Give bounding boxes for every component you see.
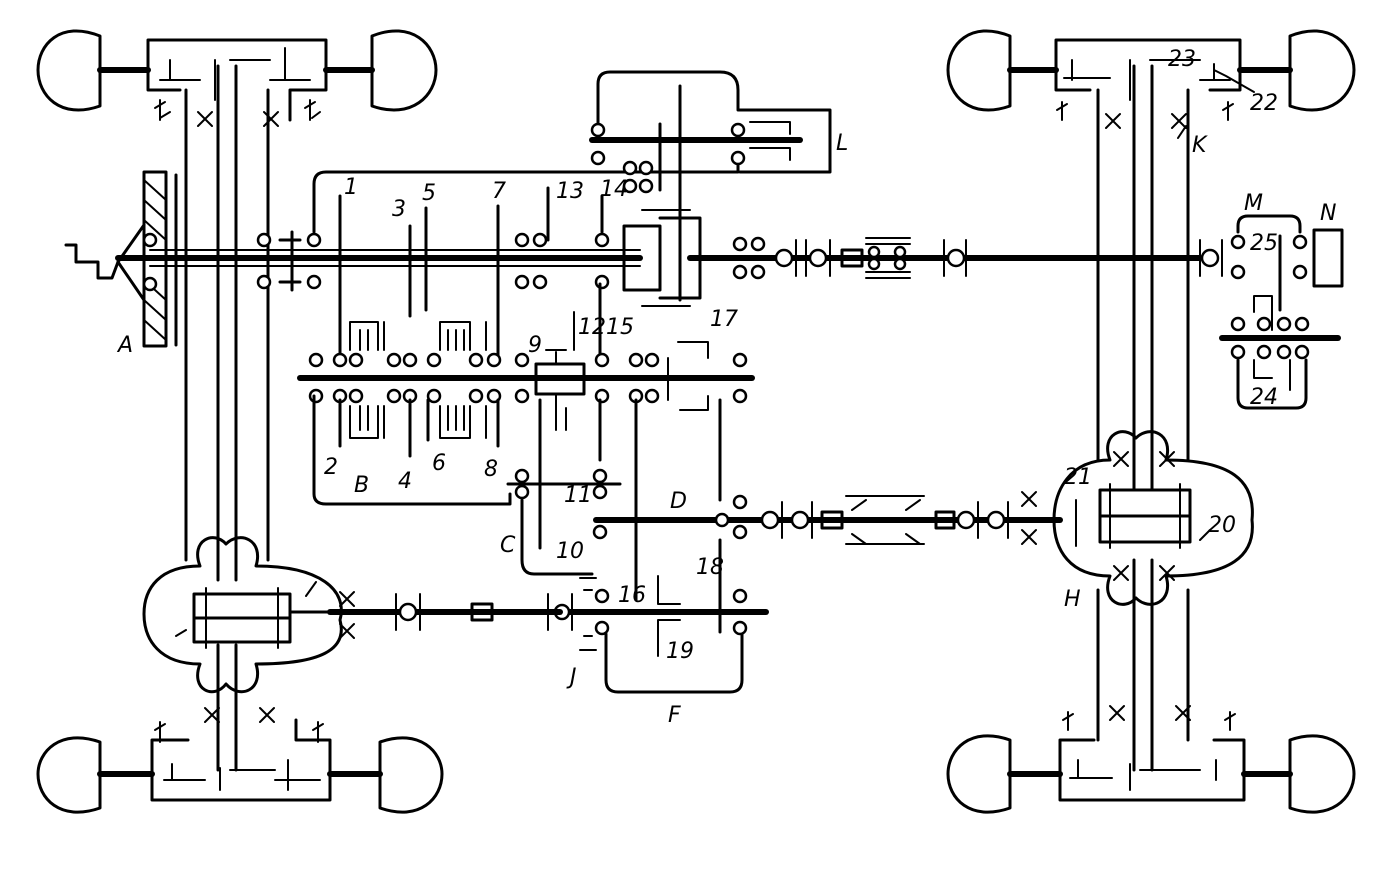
label-K: K [1192, 133, 1208, 158]
label-5: 5 [422, 181, 436, 206]
wheel-front-left-inner [370, 29, 438, 112]
label-N: N [1320, 201, 1336, 226]
label-21: 21 [1064, 465, 1092, 490]
rear-right-wheel-reducer [1058, 705, 1246, 802]
connector-loops [312, 162, 740, 576]
front-right-wheel-reducer [1054, 38, 1242, 129]
gear-number-labels: 1 2 3 4 5 6 7 8 9 10 11 12 13 14 15 16 1… [324, 47, 1278, 664]
label-4: 4 [398, 469, 412, 494]
label-24: 24 [1250, 385, 1278, 410]
wheel-rear-right-inner [1288, 734, 1356, 814]
leader-lines [1177, 69, 1255, 139]
right-half-shafts [1096, 64, 1190, 772]
label-9: 9 [528, 333, 542, 358]
front-right-differential-H [1021, 430, 1254, 606]
label-15: 15 [606, 315, 634, 340]
shaft-F [553, 538, 769, 694]
label-L: L [836, 131, 848, 156]
label-22: 22 [1250, 91, 1278, 116]
label-3: 3 [392, 197, 406, 222]
label-11: 11 [564, 483, 592, 508]
wheel-rear-left-outer [36, 736, 102, 814]
label-25: 25 [1250, 231, 1278, 256]
label-F: F [668, 703, 681, 728]
layshaft [297, 311, 755, 458]
front-left-wheel-reducer [146, 38, 328, 127]
label-20: 20 [1208, 513, 1236, 538]
label-18: 18 [696, 555, 724, 580]
wheel-rear-right-outer [946, 734, 1012, 814]
label-J: J [566, 665, 577, 690]
wheel-front-right-outer [946, 29, 1012, 112]
label-13: 13 [556, 179, 584, 204]
main-shaft [115, 186, 1203, 362]
label-B: B [354, 473, 369, 498]
label-19: 19 [666, 639, 694, 664]
label-6: 6 [432, 451, 446, 476]
box-L [589, 70, 832, 302]
label-1: 1 [344, 175, 358, 200]
pto-box-MN [1199, 214, 1344, 410]
label-D: D [670, 489, 687, 514]
wheels [36, 29, 1356, 814]
propeller-shafts [327, 237, 1063, 631]
rear-left-wheel-reducer [150, 707, 332, 802]
label-14: 14 [600, 177, 628, 202]
label-2: 2 [324, 455, 338, 480]
label-17: 17 [710, 307, 738, 332]
label-16: 16 [618, 583, 646, 608]
letter-labels: A B C D F H J K L M N [116, 131, 1336, 728]
label-8: 8 [484, 457, 498, 482]
label-10: 10 [556, 539, 584, 564]
label-C: C [500, 533, 516, 558]
wheel-front-right-inner [1288, 29, 1356, 112]
rear-left-differential [142, 536, 355, 694]
label-23: 23 [1168, 47, 1196, 72]
label-A: A [116, 333, 133, 358]
label-H: H [1064, 587, 1081, 612]
wheel-front-left-outer [36, 29, 102, 112]
label-12: 12 [578, 315, 606, 340]
label-7: 7 [492, 179, 506, 204]
wheel-rear-left-inner [378, 736, 444, 814]
shaft-D [506, 398, 763, 602]
label-M: M [1244, 191, 1263, 216]
